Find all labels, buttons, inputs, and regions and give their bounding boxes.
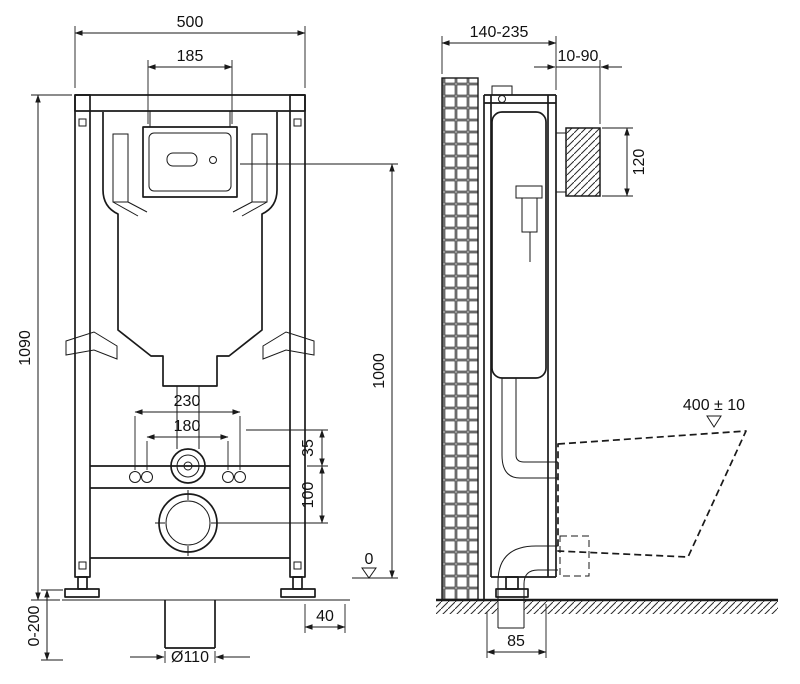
fixing-bolt-holes <box>129 471 246 483</box>
dim-foot-adjust-label: 0-200 <box>26 605 43 646</box>
dim-plate-window-group: 185 <box>147 48 233 124</box>
dim-wall-finish-label: 10-90 <box>558 48 599 65</box>
inlet-connector <box>170 448 206 484</box>
front-view: 500 185 1090 <box>17 14 398 666</box>
dim-inlet-offset-label: 35 <box>300 439 317 457</box>
cistern-outline-front <box>102 112 278 387</box>
dim-height-total-label: 1090 <box>17 330 34 366</box>
drain-connector <box>155 490 221 556</box>
dim-height-total-group: 1090 <box>17 94 72 601</box>
tiled-wall <box>441 77 479 601</box>
dim-plate-height-label: 1000 <box>371 353 388 389</box>
datum-triangle-icon <box>706 415 722 428</box>
dim-side-offset-label: 40 <box>316 608 334 625</box>
dim-drain-diameter-label: Ø110 <box>171 649 209 666</box>
dim-depth-range-label: 140-235 <box>470 24 529 41</box>
piping-side <box>497 378 558 629</box>
floor-datum-marker: 0 <box>361 551 377 579</box>
dim-bolt-inner-group: 180 <box>146 418 229 470</box>
mounting-frame-front <box>74 94 306 578</box>
dim-plate-window-label: 185 <box>177 48 204 65</box>
dim-foot-adjust-group: 0-200 <box>26 589 63 661</box>
dim-bowl-height-label: 400 ± 10 <box>683 397 745 414</box>
datum-triangle-icon <box>361 567 377 579</box>
dim-bolt-outer-group: 230 <box>134 393 241 470</box>
dim-drain-offset-label: 100 <box>300 482 317 509</box>
dim-plate-height-side-label: 120 <box>631 149 648 176</box>
dim-inlet-offset-group: 35 <box>246 429 328 467</box>
dim-bolt-outer-label: 230 <box>174 393 201 410</box>
dim-drain-offset-group: 100 <box>221 465 328 524</box>
floor-side <box>436 598 778 614</box>
dim-drain-diameter-group: Ø110 <box>130 649 250 666</box>
dim-width-total-group: 500 <box>74 14 306 88</box>
dim-plate-height-side-group: 120 <box>602 127 648 197</box>
side-view: 140-235 10-90 <box>436 24 778 658</box>
toilet-bowl-outline <box>557 430 747 577</box>
dim-wall-finish-group: 10-90 <box>534 48 622 124</box>
dim-width-total-label: 500 <box>177 14 204 31</box>
dim-depth-range-group: 140-235 <box>441 24 557 90</box>
frame-side-profile <box>483 94 557 600</box>
dim-drain-wall-offset-group: 85 <box>486 604 547 658</box>
dim-plate-height-group: 100 0 <box>240 163 398 579</box>
floor-datum-label: 0 <box>365 551 374 568</box>
flush-plate-front <box>142 111 238 198</box>
flush-button-slot <box>166 152 198 167</box>
dim-drain-wall-offset-label: 85 <box>507 633 525 650</box>
cistern-side-profile <box>491 111 547 379</box>
drain-pipe-front <box>164 600 216 649</box>
bowl-height-datum: 400 ± 10 <box>683 397 745 428</box>
flush-button-dot <box>209 156 217 164</box>
top-bracket-side <box>491 85 513 103</box>
dim-bolt-inner-label: 180 <box>174 418 201 435</box>
plate-side-brackets <box>112 133 268 217</box>
wall-support-brackets <box>65 331 315 360</box>
flush-plate-side <box>556 127 601 197</box>
frame-rail-holes <box>78 118 302 570</box>
dim-side-offset-group: 40 <box>304 604 346 633</box>
adjustable-feet <box>64 576 316 598</box>
